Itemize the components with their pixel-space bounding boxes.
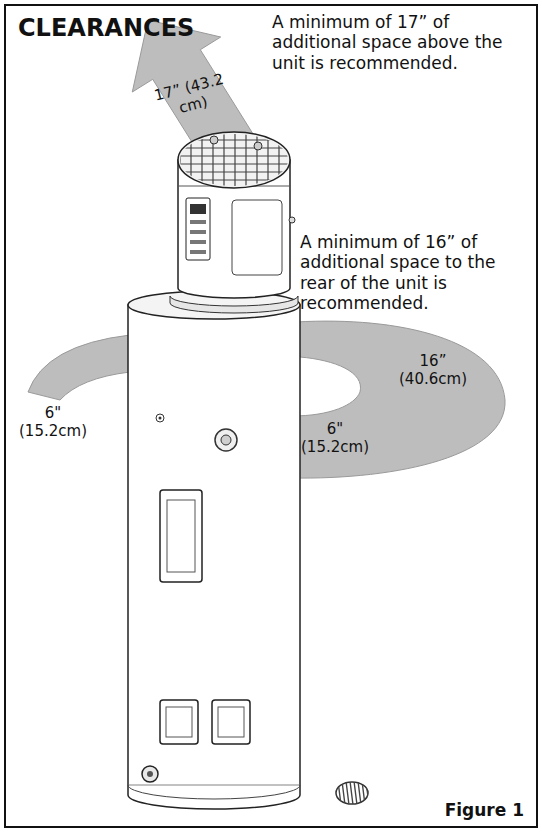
dimension-label: 16” (40.6cm): [392, 352, 474, 388]
floor-drain: [336, 781, 369, 805]
clearance-note: A minimum of 17” of additional space abo…: [272, 12, 527, 73]
tank: [128, 291, 300, 809]
dimension-label: 6" (15.2cm): [12, 404, 94, 440]
top-grille: [176, 130, 292, 192]
clearance-rear-band: [290, 321, 505, 478]
diagram-title: CLEARANCES: [18, 14, 194, 43]
clearance-side-left: [28, 335, 130, 400]
clearance-note: A minimum of 16” of additional space to …: [300, 232, 532, 314]
dimension-label: 6" (15.2cm): [294, 420, 376, 456]
control-panel: [186, 198, 210, 260]
heat-pump-head: [176, 130, 295, 298]
figure-caption: Figure 1: [445, 800, 524, 820]
frame-border: [5, 5, 537, 827]
